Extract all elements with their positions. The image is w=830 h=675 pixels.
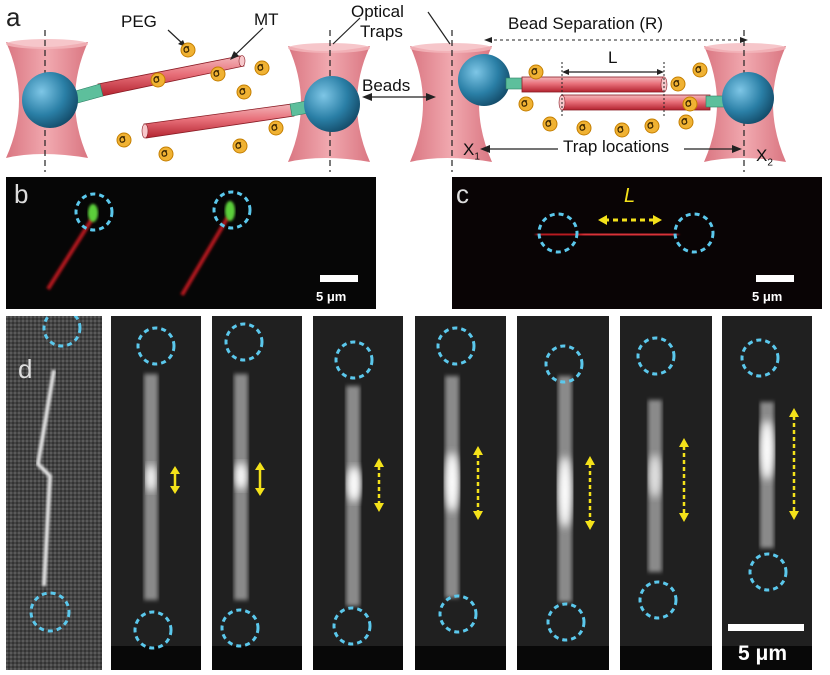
panel-d-frame-4 <box>313 316 403 670</box>
panel-d-frame-2 <box>111 316 201 670</box>
label-trap-locations: Trap locations <box>563 137 670 156</box>
label-x1: X1 <box>463 140 480 162</box>
bead-circle-b2 <box>212 190 252 230</box>
label-x1-main: X <box>463 140 475 159</box>
panel-c-letter: c <box>456 179 469 209</box>
scalebar-d-label: 5 μm <box>738 642 788 665</box>
label-beads: Beads <box>362 76 411 95</box>
panel-d-frame-7 <box>620 316 712 670</box>
scalebar-c <box>756 275 794 282</box>
scalebar-b-label: 5 μm <box>316 289 347 304</box>
label-x2-sub: 2 <box>767 157 773 169</box>
panel-d-frame-3 <box>212 316 302 670</box>
panel-d-frame-1: d <box>6 316 102 670</box>
panel-b-image: b 5 μm <box>6 177 376 309</box>
linker-right-2 <box>705 95 725 108</box>
linker-right <box>505 77 525 90</box>
label-x1-sub: 1 <box>474 151 480 163</box>
panel-d-letter: d <box>18 354 33 384</box>
bead-circle-c2 <box>673 212 715 254</box>
panel-b-letter: b <box>14 179 29 209</box>
scalebar-b <box>320 275 358 282</box>
label-mt: MT <box>254 10 279 29</box>
panel-d-frame-8 <box>722 316 812 670</box>
bead-3 <box>458 54 510 106</box>
panel-c-length-label: L <box>624 185 636 207</box>
bead-4 <box>722 72 774 124</box>
panel-d-frames <box>111 316 812 670</box>
label-bead-separation: Bead Separation (R) <box>508 14 663 33</box>
scalebar-c-label: 5 μm <box>752 289 783 304</box>
scalebar-d <box>728 624 804 631</box>
panel-d-frame-5 <box>415 316 506 670</box>
bead-2 <box>304 76 360 132</box>
microtubule-right-top <box>521 76 665 93</box>
label-x2: X2 <box>756 146 773 168</box>
panel-a-letter: a <box>6 2 21 32</box>
label-optical: Optical <box>351 2 404 21</box>
bead-circle-c1 <box>537 212 579 254</box>
label-traps: Traps <box>360 22 403 41</box>
label-x2-main: X <box>756 146 768 165</box>
panel-c-image: c L 5 μm <box>452 177 822 309</box>
bead-circle-b1 <box>74 192 114 232</box>
panel-d-frame-6 <box>517 316 609 670</box>
panel-a-schematic <box>6 11 786 172</box>
label-peg: PEG <box>121 12 157 31</box>
bead-1 <box>22 72 78 128</box>
label-length-l: L <box>608 48 618 67</box>
